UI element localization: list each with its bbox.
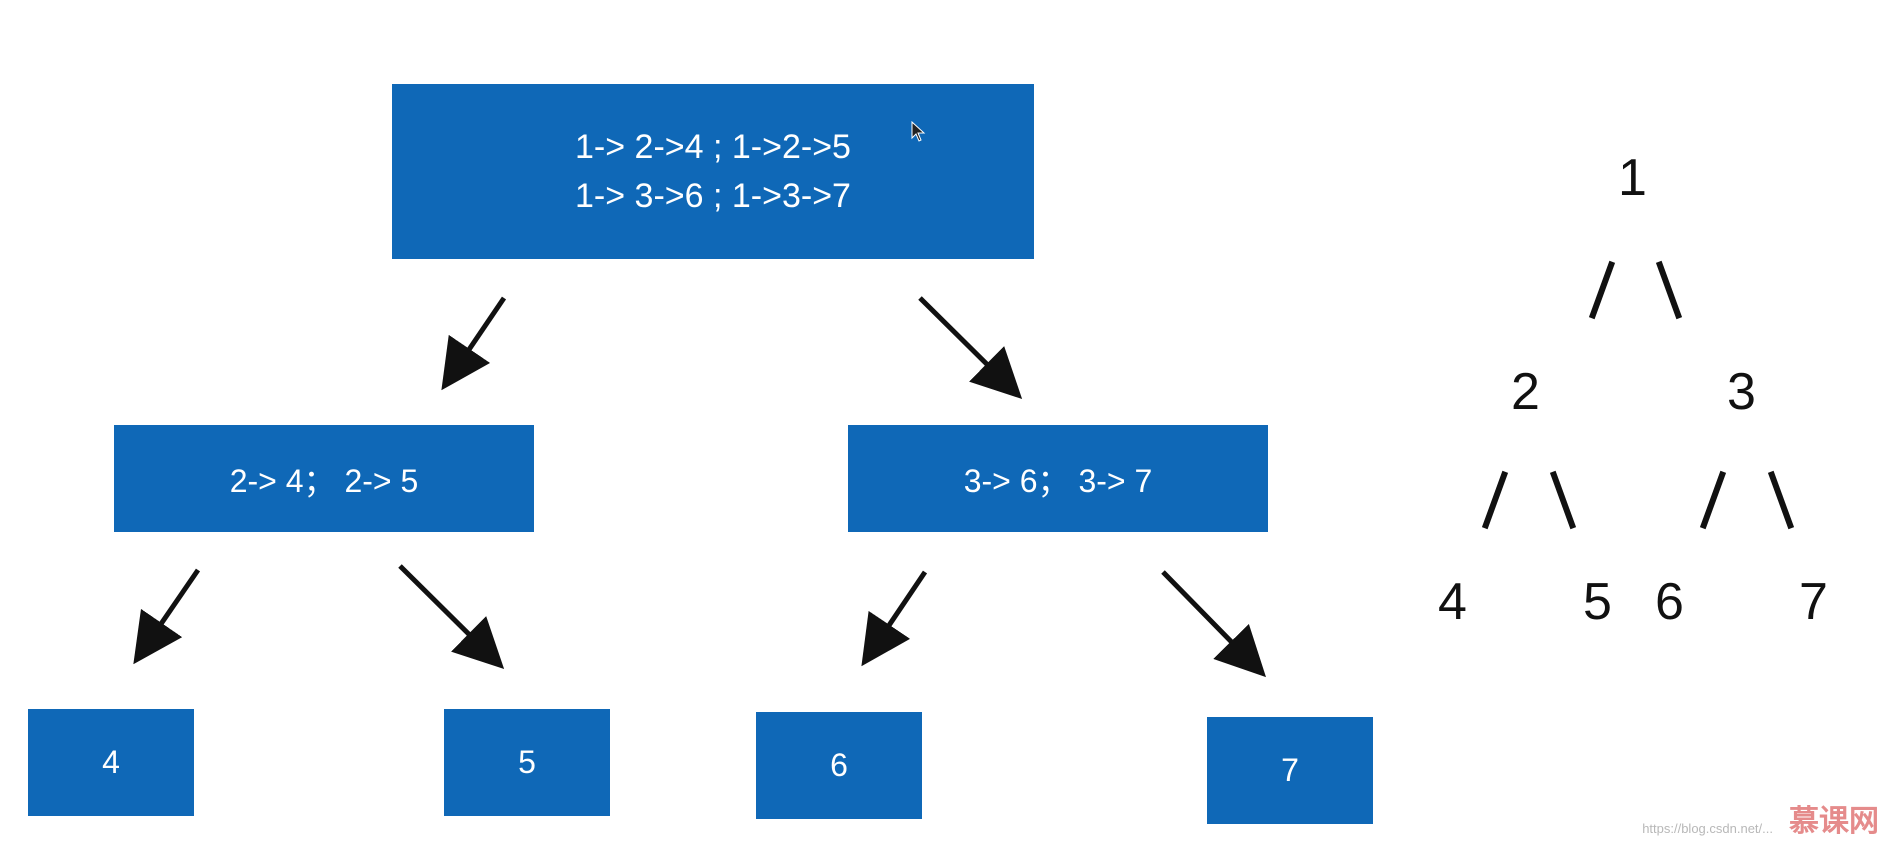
root-paths-line-1: 1-> 2->4 ; 1->2->5 [575,127,851,166]
root-paths-box: 1-> 2->4 ; 1->2->5 1-> 3->6 ; 1->3->7 [392,84,1034,259]
arrow-root-to-3 [918,296,1023,400]
mouse-cursor-icon [911,121,926,142]
ascii-slash-1-left [1588,260,1616,320]
leaf-4-box: 4 [28,709,194,816]
ascii-slash-2-left [1481,470,1509,530]
root-paths-line-2: 1-> 3->6 ; 1->3->7 [575,176,851,215]
ascii-slash-2-right [1549,470,1577,530]
leaf-5-box: 5 [444,709,610,816]
site-logo: 慕课网 [1789,804,1879,839]
node-2-paths-box: 2-> 4； 2-> 5 [114,425,534,532]
arrow-root-to-2 [441,296,507,391]
ascii-slash-1-right [1655,260,1683,320]
leaf-7-box: 7 [1207,717,1373,824]
ascii-tree: 1 2 3 4 5 6 7 [1420,130,1860,650]
watermark-url: https://blog.csdn.net/... [1642,821,1773,836]
ascii-node-3: 3 [1727,363,1756,421]
arrow-3-to-7 [1161,570,1266,678]
ascii-node-1: 1 [1618,149,1647,207]
ascii-slash-3-right [1767,470,1795,530]
ascii-node-6: 6 [1655,573,1684,631]
ascii-slash-3-left [1699,470,1727,530]
arrow-2-to-4 [133,568,201,665]
ascii-node-4: 4 [1438,573,1467,631]
leaf-6-box: 6 [756,712,922,819]
ascii-node-5: 5 [1583,573,1612,631]
arrow-2-to-5 [398,564,505,670]
ascii-node-2: 2 [1511,363,1540,421]
ascii-node-7: 7 [1799,573,1828,631]
node-3-paths-box: 3-> 6； 3-> 7 [848,425,1268,532]
arrow-3-to-6 [861,570,928,667]
